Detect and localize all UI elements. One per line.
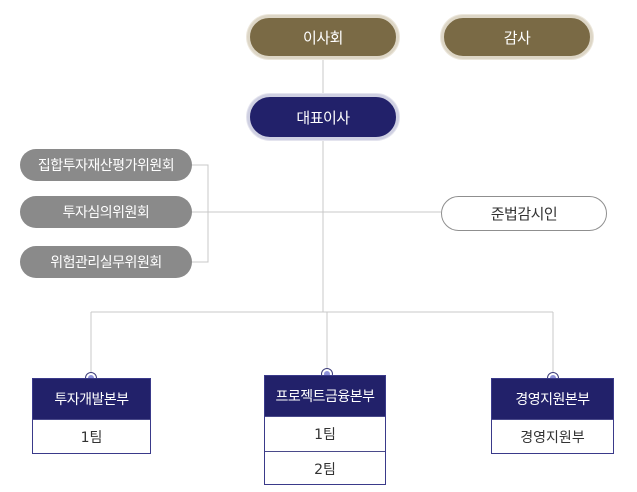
board-label: 이사회 — [303, 28, 343, 47]
division-title: 투자개발본부 — [33, 379, 150, 419]
team-cell: 경영지원부 — [492, 419, 613, 454]
board-node: 이사회 — [247, 15, 399, 59]
ceo-label: 대표이사 — [296, 108, 350, 127]
committee-label: 투자심의위원회 — [62, 205, 150, 221]
division-project-finance: 프로젝트금융본부 1팀 2팀 — [264, 375, 386, 485]
audit-node: 감사 — [441, 15, 593, 59]
division-title: 경영지원본부 — [492, 379, 613, 419]
compliance-label: 준법감시인 — [490, 205, 558, 223]
division-title: 프로젝트금융본부 — [265, 376, 385, 416]
division-management-support: 경영지원본부 경영지원부 — [491, 378, 614, 454]
team-cell: 2팀 — [265, 451, 385, 485]
committee-label: 위험관리실무위원회 — [50, 255, 162, 271]
team-cell: 1팀 — [265, 416, 385, 451]
committee-risk-node: 위험관리실무위원회 — [20, 246, 192, 278]
committee-bracket — [192, 164, 209, 263]
division-investment-development: 투자개발본부 1팀 — [32, 378, 151, 454]
ceo-node: 대표이사 — [247, 94, 399, 140]
committee-investment-node: 투자심의위원회 — [20, 196, 192, 228]
audit-label: 감사 — [503, 28, 531, 47]
compliance-node: 준법감시인 — [441, 196, 607, 231]
team-cell: 1팀 — [33, 419, 150, 454]
committee-valuation-node: 집합투자재산평가위원회 — [20, 149, 192, 181]
committee-label: 집합투자재산평가위원회 — [37, 158, 175, 174]
